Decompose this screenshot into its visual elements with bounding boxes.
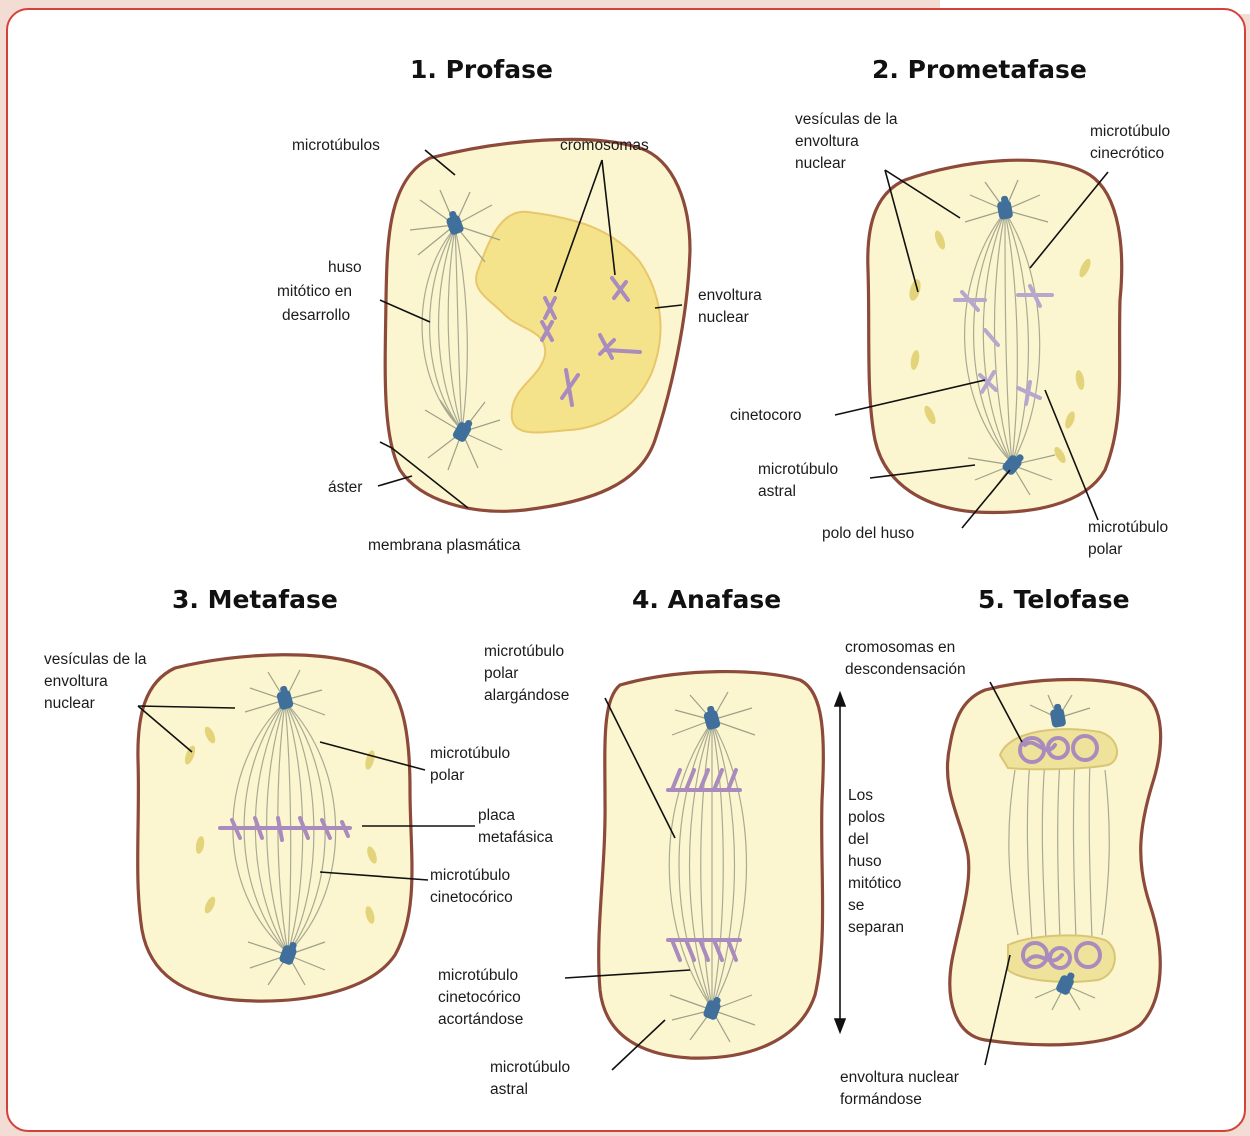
label-huso-1: huso [328, 259, 362, 276]
label-polos-6: se [848, 897, 864, 914]
label-membrana: membrana plasmática [368, 537, 521, 554]
label-polar-1-prometafase: microtúbulo [1088, 519, 1168, 536]
label-vesiculas-3-prometafase: nuclear [795, 155, 846, 172]
label-cinecrotico-2: cinecrótico [1090, 145, 1164, 162]
label-polo-del-huso: polo del huso [822, 525, 914, 542]
title-profase: 1. Profase [410, 55, 553, 84]
label-polar-1-anafase: microtúbulo [484, 643, 564, 660]
label-vesiculas-3-metafase: nuclear [44, 695, 95, 712]
label-vesiculas-2-metafase: envoltura [44, 673, 108, 690]
label-cinetocoro: cinetocoro [730, 407, 802, 424]
label-huso-2: mitótico en [277, 283, 352, 300]
label-polos-5: mitótico [848, 875, 901, 892]
label-polar-2-prometafase: polar [1088, 541, 1122, 558]
label-polar-2-metafase: polar [430, 767, 464, 784]
label-microtubulos: microtúbulos [292, 137, 380, 154]
label-polos-1: Los [848, 787, 873, 804]
label-vesiculas-2-prometafase: envoltura [795, 133, 859, 150]
label-envoltura-2-telofase: formándose [840, 1091, 922, 1108]
label-huso-3: desarrollo [282, 307, 350, 324]
label-polos-7: separan [848, 919, 904, 936]
title-telofase: 5. Telofase [978, 585, 1130, 614]
label-polos-4: huso [848, 853, 882, 870]
cell-telofase: cromosomas en descondensación envoltura … [840, 639, 1161, 1108]
title-prometafase: 2. Prometafase [872, 55, 1087, 84]
label-cinetocorico-3-anafase: acortándose [438, 1011, 523, 1028]
cell-metafase: vesículas de la envoltura nuclear microt… [44, 651, 553, 1001]
label-astral-1-prometafase: microtúbulo [758, 461, 838, 478]
title-metafase: 3. Metafase [172, 585, 338, 614]
label-vesiculas-1-prometafase: vesículas de la [795, 111, 898, 128]
label-cinetocorico-2-anafase: cinetocórico [438, 989, 521, 1006]
label-vesiculas-1-metafase: vesículas de la [44, 651, 147, 668]
label-cromosomas-2-telofase: descondensación [845, 661, 966, 678]
label-polar-1-metafase: microtúbulo [430, 745, 510, 762]
label-envoltura-1-telofase: envoltura nuclear [840, 1069, 959, 1086]
label-cinetocorico-2-metafase: cinetocórico [430, 889, 513, 906]
label-cinetocorico-1-anafase: microtúbulo [438, 967, 518, 984]
label-placa-2: metafásica [478, 829, 553, 846]
label-cromosomas-1-telofase: cromosomas en [845, 639, 955, 656]
cell-prometafase: vesículas de la envoltura nuclear microt… [730, 111, 1170, 558]
label-astral-1-anafase: microtúbulo [490, 1059, 570, 1076]
separation-arrow [835, 693, 845, 1032]
label-cinecrotico-1: microtúbulo [1090, 123, 1170, 140]
label-polar-3-anafase: alargándose [484, 687, 569, 704]
label-polos-3: del [848, 831, 869, 848]
label-envoltura-2: nuclear [698, 309, 749, 326]
label-placa-1: placa [478, 807, 515, 824]
cell-profase: microtúbulos cromosomas huso mitótico en… [277, 137, 762, 554]
label-envoltura-1: envoltura [698, 287, 762, 304]
label-cromosomas: cromosomas [560, 137, 649, 154]
label-polar-2-anafase: polar [484, 665, 518, 682]
label-astral-2-prometafase: astral [758, 483, 796, 500]
label-aster: áster [328, 479, 362, 496]
label-polos-2: polos [848, 809, 885, 826]
label-astral-2-anafase: astral [490, 1081, 528, 1098]
label-cinetocorico-1-metafase: microtúbulo [430, 867, 510, 884]
title-anafase: 4. Anafase [632, 585, 781, 614]
